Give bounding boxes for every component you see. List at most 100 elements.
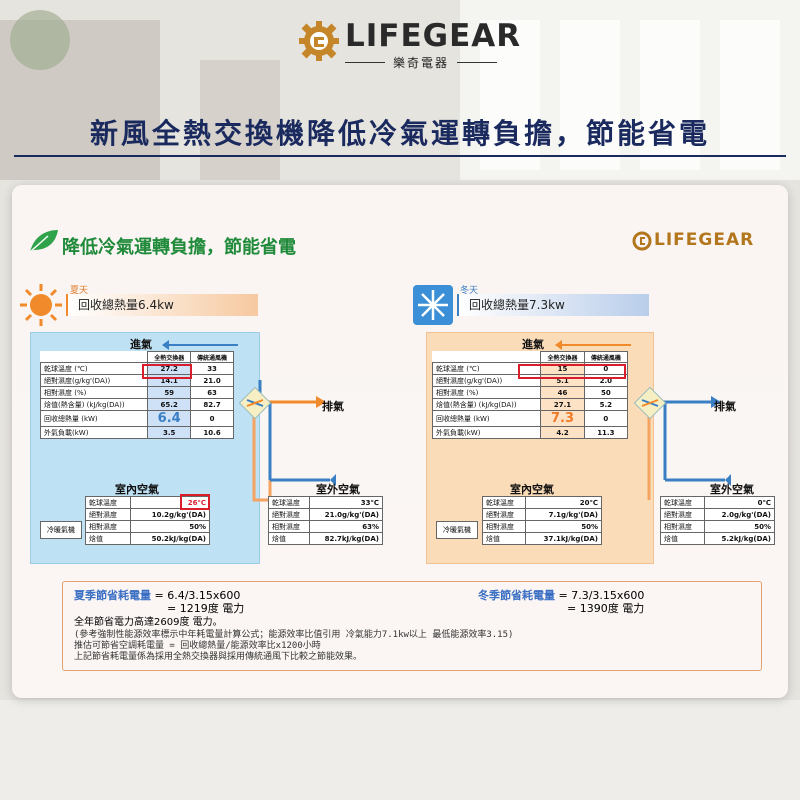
- indoor-value: 50%: [130, 520, 210, 533]
- indoor-value: 7.1g/kg'(DA): [525, 508, 602, 521]
- outdoor-value: 0℃: [703, 496, 776, 509]
- summer-savings-result: = 1219度 電力: [167, 602, 245, 615]
- heat-exchanger-value: 27.1: [540, 398, 585, 411]
- indoor-label: 焓值: [84, 532, 132, 545]
- brand-sub-text: 樂奇電器: [393, 56, 450, 70]
- winter-savings-line: 冬季節省耗電量 = 7.3/3.15x600: [478, 587, 644, 603]
- winter-highlight-box: [518, 364, 626, 379]
- ventilator-value: 0: [190, 410, 234, 427]
- winter-exhaust-label: 排氣: [714, 400, 736, 413]
- ventilator-value: 21.0: [190, 374, 234, 387]
- brand-subtitle: 樂奇電器: [345, 54, 500, 70]
- outdoor-value: 2.0g/kg'(DA): [703, 508, 776, 521]
- heat-exchanger-value: 4.2: [540, 426, 585, 439]
- outdoor-label: 絕對濕度: [660, 508, 705, 521]
- table-row: 回收總熱量 (kW) 7.3 0: [431, 410, 629, 427]
- outdoor-label: 乾球溫度: [660, 496, 705, 509]
- row-label: 外氣負載(kW): [431, 426, 542, 439]
- indoor-label: 絕對濕度: [84, 508, 132, 521]
- annual-total: 全年節省電力高達2609度 電力。: [74, 617, 223, 628]
- heat-exchanger-value: 6.4: [147, 410, 192, 427]
- winter-indoor-label: 室內空氣: [510, 483, 554, 496]
- ventilator-value: 0: [583, 410, 629, 427]
- summer-savings-label: 夏季節省耗電量: [74, 589, 151, 602]
- summer-col-header: 全熱交換器: [147, 351, 192, 363]
- heat-exchanger-value: 7.3: [540, 410, 585, 427]
- winter-col-header: 傳統通風機: [583, 351, 629, 363]
- row-label: 相對濕度 (%): [431, 386, 542, 399]
- indoor-value: 50%: [525, 520, 602, 533]
- summer-recovered-bar: 回收總熱量6.4kw: [66, 294, 258, 316]
- card-logo: LIFEGEAR: [632, 230, 787, 252]
- table-row: 焓值(熱含量) (kJ/kg(DA)) 27.1 5.2: [431, 398, 629, 411]
- outdoor-value: 50%: [703, 520, 776, 533]
- winter-airflow-diagram: [633, 386, 731, 500]
- summer-ac-unit: 冷暖氣機: [40, 521, 82, 539]
- note-line-3: 上記節省耗電量係為採用全熱交換器與採用傳統通風下比較之節能效果。: [74, 652, 363, 662]
- row-label: 相對濕度 (%): [39, 386, 149, 399]
- table-row: 焓值(熱含量) (kJ/kg(DA)) 65.2 82.7: [39, 398, 234, 411]
- table-row: 相對濕度 (%) 46 50: [431, 386, 629, 399]
- summer-savings-line: 夏季節省耗電量 = 6.4/3.15x600: [74, 587, 240, 603]
- row-label: 外氣負載(kW): [39, 426, 149, 439]
- heat-exchanger-value: 3.5: [147, 426, 192, 439]
- snowflake-icon: [413, 285, 453, 325]
- row-label: 回收總熱量 (kW): [39, 410, 149, 427]
- indoor-value: 50.2kJ/kg(DA): [130, 532, 210, 545]
- indoor-label: 相對濕度: [84, 520, 132, 533]
- summer-highlight-box: [142, 364, 192, 379]
- indoor-label: 絕對濕度: [481, 508, 527, 521]
- outdoor-label: 焓值: [660, 532, 705, 545]
- brand-header: LIFEGEAR 樂奇電器: [0, 14, 800, 74]
- indoor-value: 37.1kJ/kg(DA): [525, 532, 602, 545]
- table-row: 外氣負載(kW) 4.2 11.3: [431, 426, 629, 439]
- summer-outdoor-label: 室外空氣: [316, 483, 360, 496]
- card-logo-text: LIFEGEAR: [654, 230, 755, 250]
- savings-box: [62, 581, 762, 671]
- heat-exchanger-value: 46: [540, 386, 585, 399]
- ventilator-value: 50: [583, 386, 629, 399]
- outdoor-value: 63%: [309, 520, 383, 533]
- indoor-value: 20℃: [525, 496, 602, 509]
- leaf-icon: [29, 230, 58, 253]
- indoor-label: 乾球溫度: [481, 496, 527, 509]
- indoor-label: 相對濕度: [481, 520, 527, 533]
- summer-comparison-table: 全熱交換器 傳統通風機 乾球溫度 (℃) 27.2 33 絕對濕度(g/kg'(…: [39, 351, 234, 439]
- ventilator-value: 5.2: [583, 398, 629, 411]
- outdoor-value: 82.7kJ/kg(DA): [309, 532, 383, 545]
- winter-col-header: 全熱交換器: [540, 351, 585, 363]
- indoor-value: 10.2g/kg'(DA): [130, 508, 210, 521]
- winter-intake-arrow: [555, 340, 631, 350]
- outdoor-value: 21.0g/kg'(DA): [309, 508, 383, 521]
- outdoor-label: 焓值: [267, 532, 311, 545]
- note-line-2: 推估可節省空調耗電量 = 回收總熱量/能源效率比x1200小時: [74, 641, 321, 651]
- sun-icon: [20, 284, 62, 326]
- row-label: 乾球溫度 (℃): [39, 362, 149, 375]
- winter-savings-result: = 1390度 電力: [567, 602, 645, 615]
- winter-savings-label: 冬季節省耗電量: [478, 589, 555, 602]
- note-line-1: (參考強制性能源效率標示中年耗電量計算公式；能源效率比值引用 冷氣能力7.1kw…: [74, 630, 514, 640]
- brand-rule-right: [457, 62, 497, 63]
- page-headline: 新風全熱交換機降低冷氣運轉負擔，節能省電: [89, 117, 710, 150]
- ventilator-value: 10.6: [190, 426, 234, 439]
- brand-rule-left: [345, 62, 385, 63]
- heat-exchanger-value: 59: [147, 386, 192, 399]
- outdoor-label: 相對濕度: [267, 520, 311, 533]
- summer-intake-arrow: [162, 340, 238, 350]
